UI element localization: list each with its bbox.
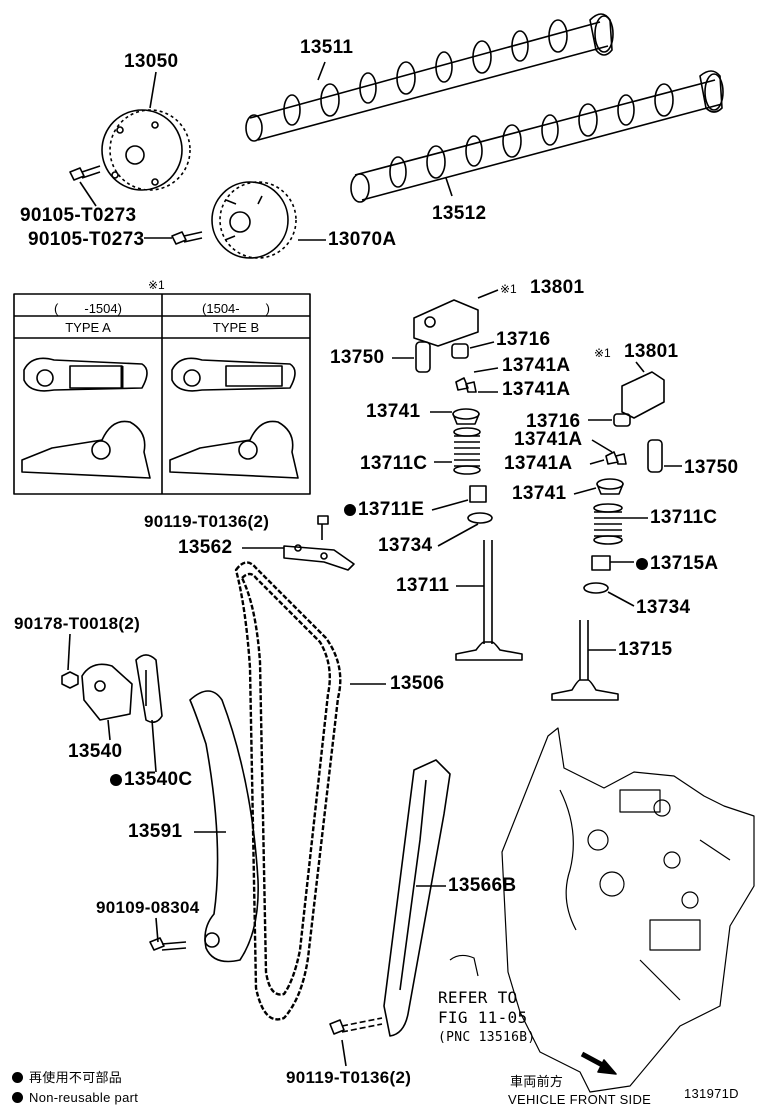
- part-13715A-label: 13715A: [636, 554, 718, 574]
- part-90119-label-b: 90119-T0136(2): [286, 1068, 412, 1087]
- table-col2-range: (1504- ): [202, 301, 270, 316]
- retainer-13741-right: [596, 478, 624, 495]
- refer-line-2: FIG 11-05: [438, 1008, 528, 1027]
- part-13741A-label-3: 13741A: [514, 429, 583, 450]
- part-13562-label: 13562: [178, 537, 233, 558]
- part-13711C-label-b: 13711C: [650, 507, 718, 528]
- chain-slipper-13591: [189, 690, 259, 963]
- diagram-code: 131971D: [684, 1086, 739, 1101]
- part-13734-label-a: 13734: [378, 535, 433, 556]
- bolt-90109: [149, 937, 187, 951]
- type-table: [13, 293, 311, 495]
- part-13711-label: 13711: [396, 575, 450, 596]
- part-13070A-label: 13070A: [328, 229, 397, 250]
- note1-a: ※1: [500, 282, 517, 296]
- rocker-arm-13801-right: [621, 371, 665, 419]
- cap-13716-right: [613, 413, 631, 427]
- legend-dot: [12, 1072, 23, 1083]
- part-13716-label-a: 13716: [496, 329, 551, 350]
- part-13566B-label: 13566B: [448, 875, 517, 896]
- part-90119-label-a: 90119-T0136(2): [144, 512, 270, 531]
- part-13750-label-b: 13750: [684, 457, 739, 478]
- part-13801-label-a: 13801: [530, 277, 585, 298]
- camshaft-13511: [245, 13, 614, 142]
- bolt-90119-upper: [317, 515, 329, 540]
- part-13711E-label: 13711E: [344, 500, 424, 520]
- cap-13716-left: [451, 343, 469, 359]
- legend-en: Non-reusable part: [12, 1090, 138, 1105]
- seal-13715A: [591, 555, 611, 571]
- non-reusable-dot: [344, 504, 356, 516]
- retainer-13741-left: [452, 408, 480, 425]
- seal-13711E: [469, 485, 487, 503]
- non-reusable-dot: [636, 558, 648, 570]
- vehicle-front-arrow: [580, 1051, 617, 1075]
- legend-jp: 再使用不可部品: [12, 1070, 122, 1085]
- part-13741A-label-1: 13741A: [502, 355, 571, 376]
- cam-timing-gear-13050: [101, 109, 191, 191]
- vehicle-front-jp: 車両前方: [510, 1074, 564, 1089]
- valve-13715: [551, 620, 619, 701]
- part-13512-label: 13512: [432, 203, 487, 224]
- part-90105-label-b: 90105-T0273: [28, 229, 145, 250]
- part-13715-label: 13715: [618, 639, 673, 660]
- part-13506-label: 13506: [390, 673, 445, 694]
- note1-b: ※1: [594, 346, 611, 360]
- spring-13711C-left: [453, 427, 481, 475]
- part-13741A-label-2: 13741A: [502, 379, 571, 400]
- cam-timing-gear-13070A: [211, 181, 297, 259]
- part-13540C-label: 13540C: [110, 770, 192, 790]
- washer-13734-left: [467, 512, 493, 524]
- refer-line-3: (PNC 13516B): [438, 1030, 536, 1045]
- bolt-90105-upper: [69, 165, 101, 181]
- part-90105-label-a: 90105-T0273: [20, 205, 137, 226]
- table-note-label: ※1: [148, 278, 165, 292]
- lash-adjuster-13750-left: [415, 341, 431, 373]
- part-13050-label: 13050: [124, 51, 179, 72]
- part-13801-label-b: 13801: [624, 341, 679, 362]
- refer-line-1: REFER TO: [438, 988, 518, 1007]
- part-13540-label: 13540: [68, 741, 123, 762]
- part-13734-label-b: 13734: [636, 597, 691, 618]
- chain-guide-13562: [283, 544, 355, 571]
- part-90178-label: 90178-T0018(2): [14, 614, 141, 633]
- lash-adjuster-13750-right: [647, 439, 663, 473]
- table-col2-type: TYPE B: [212, 320, 260, 335]
- part-13591-label: 13591: [128, 821, 183, 842]
- part-13716-label-b: 13716: [526, 411, 581, 432]
- non-reusable-dot: [110, 774, 122, 786]
- valve-13711: [455, 540, 523, 661]
- legend-dot: [12, 1092, 23, 1103]
- part-13741-label-b: 13741: [512, 483, 567, 504]
- part-90109-label: 90109-08304: [96, 898, 200, 917]
- table-col1-type: TYPE A: [65, 320, 111, 335]
- chain-guide-13566B: [383, 759, 451, 1037]
- chain-tensioner-13540: [81, 663, 133, 721]
- part-13750-label-a: 13750: [330, 347, 385, 368]
- vehicle-front-en: VEHICLE FRONT SIDE: [508, 1092, 652, 1107]
- rocker-arm-13801-left: [413, 299, 479, 347]
- keeper-13741A-right: [605, 451, 627, 465]
- camshaft-13512: [350, 70, 724, 203]
- part-13711C-label: 13711C: [360, 453, 428, 474]
- part-13741A-label-4: 13741A: [504, 453, 573, 474]
- washer-13734-right: [583, 582, 609, 594]
- bolt-90105-lower: [171, 231, 203, 245]
- table-col1-range: ( -1504): [54, 301, 122, 316]
- part-13511-label: 13511: [300, 37, 354, 58]
- nut-90178: [61, 671, 79, 689]
- keeper-13741A-left: [455, 377, 477, 393]
- bolt-90119-lower: [329, 1017, 383, 1035]
- spring-13711C-right: [593, 503, 623, 545]
- engine-block: [449, 727, 755, 1093]
- tensioner-gasket-13540C: [135, 654, 163, 724]
- timing-chain-13506: [234, 561, 342, 1021]
- part-13741-label: 13741: [366, 401, 421, 422]
